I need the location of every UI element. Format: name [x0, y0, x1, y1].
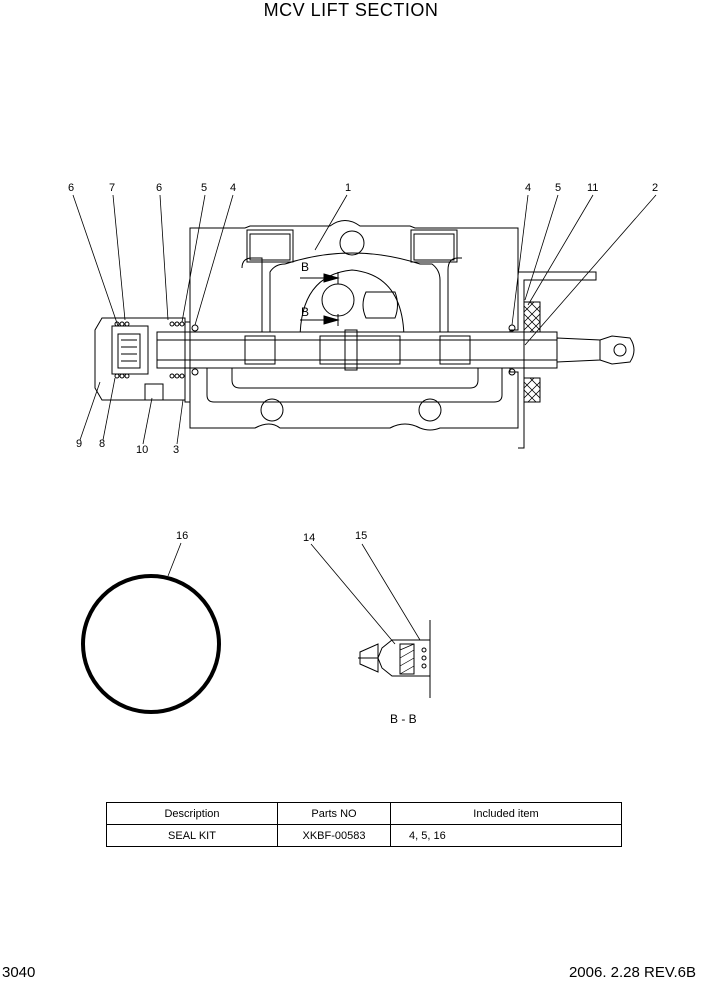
cell-description: SEAL KIT: [106, 824, 278, 847]
callout-16: 16: [176, 530, 189, 542]
section-marker-upper: B: [301, 260, 310, 274]
right-bracket: [518, 271, 597, 449]
callout-10: 10: [136, 444, 149, 456]
callout-3: 3: [173, 444, 180, 456]
section-arrows: [300, 272, 340, 326]
callout-5a: 5: [201, 182, 208, 194]
o-ring: [81, 542, 221, 714]
end-cap: [94, 317, 516, 403]
header-included-item: Included item: [390, 802, 622, 825]
cell-included-item: 4, 5, 16: [390, 824, 622, 847]
callout-14: 14: [303, 532, 316, 544]
table-row: SEAL KIT XKBF-00583 4, 5, 16: [106, 824, 622, 847]
callout-6b: 6: [156, 182, 163, 194]
section-label: B - B: [390, 712, 417, 726]
header-description: Description: [106, 802, 278, 825]
callout-11: 11: [587, 182, 599, 194]
page-title: MCV LIFT SECTION: [263, 0, 439, 20]
page-number: 3040: [2, 964, 36, 981]
section-marker-lower: B: [301, 305, 310, 319]
callout-4a: 4: [230, 182, 237, 194]
callout-5b: 5: [555, 182, 562, 194]
header-parts-no: Parts NO: [277, 802, 391, 825]
callout-8: 8: [99, 438, 106, 450]
callout-1: 1: [345, 182, 352, 194]
callout-2: 2: [652, 182, 659, 194]
revision-date: 2006. 2.28 REV.6B: [568, 964, 696, 981]
section-detail: [310, 543, 431, 698]
seal-kit-table: Description Parts NO Included item SEAL …: [106, 802, 622, 847]
leader-lines: [72, 194, 657, 445]
callout-4b: 4: [525, 182, 532, 194]
valve-body: [189, 220, 519, 431]
callout-7: 7: [109, 182, 116, 194]
callout-6a: 6: [68, 182, 75, 194]
spool: [156, 329, 635, 371]
callout-9: 9: [76, 438, 83, 450]
callout-15: 15: [355, 530, 368, 542]
cell-parts-no: XKBF-00583: [277, 824, 391, 847]
table-header-row: Description Parts NO Included item: [106, 802, 622, 825]
